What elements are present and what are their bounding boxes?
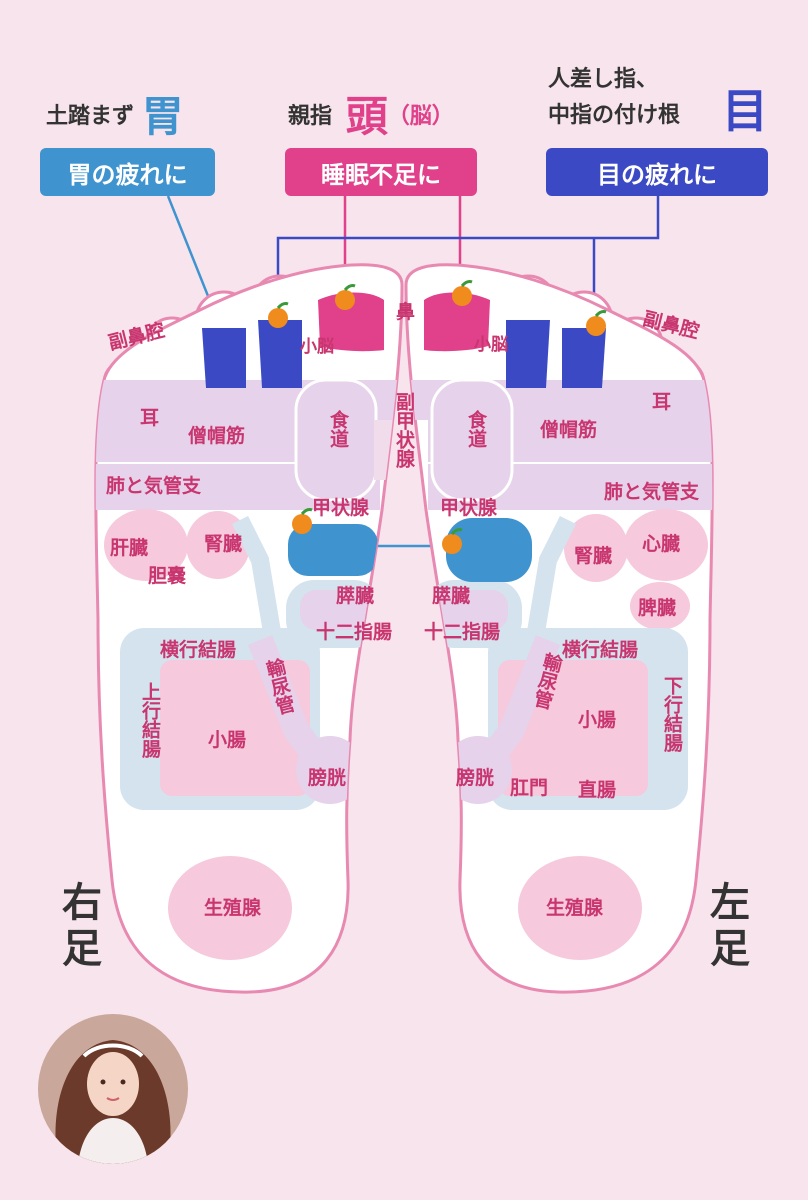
avatar-illustration <box>38 1014 188 1164</box>
label-right-ascending-colon: 上行結腸 <box>139 682 162 759</box>
label-right-duodenum: 十二指腸 <box>316 620 392 643</box>
label-left-anus: 肛門 <box>510 777 548 799</box>
label-left-bladder: 膀胱 <box>455 766 494 789</box>
label-right-lung: 肺と気管支 <box>106 474 202 497</box>
left-foot-zones <box>406 378 713 960</box>
right-foot <box>94 263 404 994</box>
right-foot-zones <box>95 378 402 960</box>
woman-portrait-avatar <box>38 1014 188 1164</box>
label-left-reproductive: 生殖腺 <box>546 896 604 919</box>
eye-big-label: 目 <box>722 84 768 138</box>
label-left-esophagus: 食道 <box>465 409 487 449</box>
label-right-ear: 耳 <box>140 407 159 429</box>
left-foot <box>404 263 714 994</box>
foot-reflexology-diagram: 副鼻腔 耳 僧帽筋 肺と気管支 肝臓 胆嚢 腎臓 横行結腸 上行結腸 小腸 輸尿… <box>94 195 714 994</box>
left-foot-label: 左足 <box>710 880 750 972</box>
label-right-liver: 肝臓 <box>110 537 148 559</box>
label-right-pancreas: 膵臓 <box>336 584 374 607</box>
head-big-label: 頭 <box>345 92 388 141</box>
label-left-small-intestine: 小腸 <box>578 709 616 731</box>
eye-line1: 人差し指、 <box>548 67 659 92</box>
label-nose: 鼻 <box>396 300 415 323</box>
pressure-points <box>268 280 607 554</box>
label-right-thyroid: 甲状腺 <box>312 496 370 519</box>
label-right-trapezius: 僧帽筋 <box>188 424 245 447</box>
label-right-small-intestine: 小腸 <box>208 729 246 751</box>
label-left-trapezius: 僧帽筋 <box>540 418 597 441</box>
head-header: 親指 頭（脳） <box>288 96 454 138</box>
label-parathyroid: 副甲状腺 <box>393 392 416 469</box>
center-labels: 鼻 副甲状腺 <box>393 300 416 469</box>
head-suffix: （脳） <box>387 104 454 129</box>
label-left-lung: 肺と気管支 <box>604 480 700 503</box>
orange-fruit-icon <box>268 302 289 328</box>
label-left-duodenum: 十二指腸 <box>424 620 500 643</box>
stomach-box: 胃の疲れに <box>40 148 215 196</box>
label-right-kidney: 腎臓 <box>204 533 242 555</box>
label-right-bladder: 膀胱 <box>307 766 346 789</box>
label-left-descending-colon: 下行結腸 <box>661 676 684 753</box>
label-right-reproductive: 生殖腺 <box>204 896 262 919</box>
head-prefix: 親指 <box>288 104 333 129</box>
label-left-thyroid: 甲状腺 <box>440 496 498 519</box>
left-toe-reflex-zones <box>424 292 606 388</box>
label-left-transverse-colon: 横行結腸 <box>562 638 638 661</box>
eye-box: 目の疲れに <box>546 148 768 196</box>
stomach-big-label: 胃 <box>141 92 184 141</box>
label-right-gallbladder: 胆嚢 <box>148 564 187 587</box>
orange-fruit-icon <box>452 280 473 306</box>
label-right-transverse-colon: 横行結腸 <box>160 638 236 661</box>
label-left-rectum: 直腸 <box>578 778 616 801</box>
orange-fruit-icon <box>442 528 463 554</box>
right-toe-reflex-zones <box>202 292 384 388</box>
label-left-heart: 心臓 <box>642 533 680 555</box>
label-left-ear: 耳 <box>652 391 671 413</box>
label-left-cerebellum: 小脳 <box>474 335 508 355</box>
head-box: 睡眠不足に <box>285 148 477 196</box>
eye-header: 人差し指、 中指の付け根 <box>548 62 680 134</box>
stomach-header: 土踏まず 胃 <box>46 96 184 138</box>
label-left-kidney: 腎臓 <box>574 545 612 567</box>
stomach-prefix: 土踏まず <box>46 104 135 129</box>
label-right-esophagus: 食道 <box>327 409 349 449</box>
orange-fruit-icon <box>586 310 607 336</box>
orange-fruit-icon <box>292 508 313 534</box>
label-left-pancreas: 膵臓 <box>432 584 470 607</box>
label-left-spleen: 脾臓 <box>637 596 676 619</box>
orange-fruit-icon <box>335 284 356 310</box>
right-foot-label: 右足 <box>62 880 102 972</box>
label-right-cerebellum: 小脳 <box>300 337 334 357</box>
eye-line2: 中指の付け根 <box>548 103 681 128</box>
